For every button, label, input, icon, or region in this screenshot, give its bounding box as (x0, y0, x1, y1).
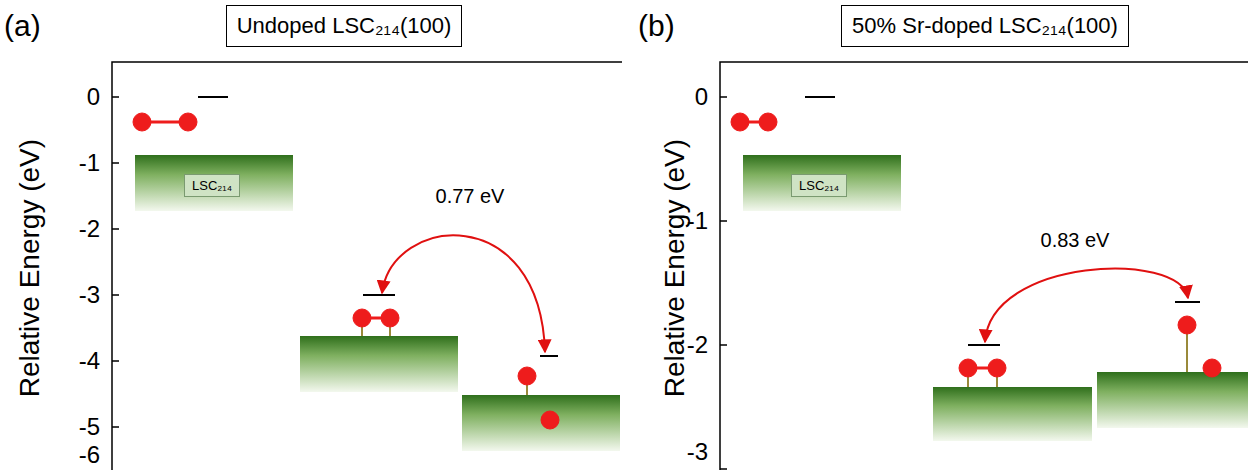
barrier-value: 0.77 eV (436, 185, 505, 208)
tick-label: -4 (79, 347, 100, 375)
tick-label: -1 (79, 149, 100, 177)
title-box: 50% Sr-doped LSC₂₁₄(100) (841, 5, 1129, 47)
tick-label: -5 (79, 413, 100, 441)
tick-label: -1 (687, 207, 708, 235)
axis-ticks (112, 97, 727, 469)
tick-label: -3 (79, 281, 100, 309)
tick-label: 0 (87, 83, 100, 111)
tick-label: 0 (695, 83, 708, 111)
tick-label: -2 (687, 331, 708, 359)
slab-label-box: LSC₂₁₄ (791, 174, 847, 197)
panel-b-states (731, 97, 1248, 441)
barrier-value: 0.83 eV (1041, 229, 1110, 252)
title-box: Undoped LSC₂₁₄(100) (226, 5, 463, 47)
barrier-arrow (382, 235, 545, 352)
box-text: Undoped LSC₂₁₄(100) (237, 13, 452, 39)
tick-label: -3 (687, 438, 708, 466)
axis-title: Relative Energy (eV) (659, 139, 691, 397)
panel-letter: (a) (4, 9, 41, 44)
panel-a-states (133, 97, 620, 451)
box-text: LSC₂₁₄ (799, 178, 839, 193)
plot-frame (112, 62, 1248, 470)
tick-label: -6 (79, 441, 100, 469)
panel-letter: (b) (638, 9, 675, 44)
tick-label: -2 (79, 215, 100, 243)
axis-title: Relative Energy (eV) (14, 139, 46, 397)
barrier-arrow (985, 269, 1188, 342)
slab-label-box: LSC₂₁₄ (184, 174, 240, 197)
box-text: 50% Sr-doped LSC₂₁₄(100) (852, 13, 1118, 39)
box-text: LSC₂₁₄ (192, 178, 232, 193)
